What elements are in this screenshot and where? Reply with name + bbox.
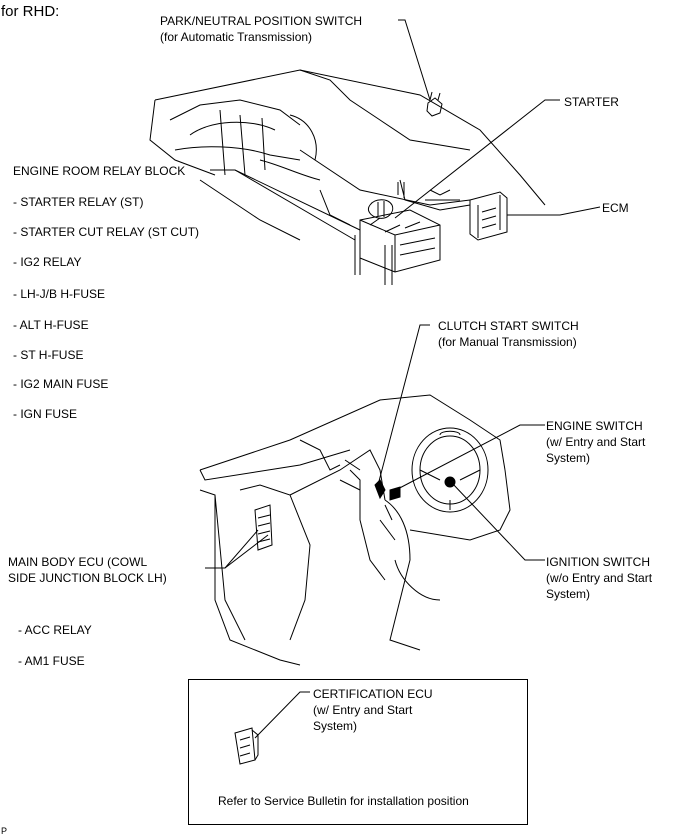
clutch-switch-sublabel: (for Manual Transmission) bbox=[438, 335, 577, 349]
relay-item: - ST H-FUSE bbox=[13, 348, 84, 362]
relay-item: - STARTER RELAY (ST) bbox=[13, 195, 144, 209]
ecm-label: ECM bbox=[602, 201, 629, 215]
relay-item: - IG2 MAIN FUSE bbox=[13, 377, 109, 391]
relay-item: - IG2 RELAY bbox=[13, 255, 82, 269]
corner-mark: P bbox=[1, 826, 8, 836]
engine-switch-sublabel: (w/ Entry and Start bbox=[546, 435, 646, 449]
steering-wheel-shape bbox=[411, 427, 489, 513]
ignition-switch-label: IGNITION SWITCH bbox=[546, 555, 650, 569]
relay-item: - LH-J/B H-FUSE bbox=[13, 287, 106, 301]
certification-ecu-sublabel-2: System) bbox=[313, 719, 358, 733]
junction-block-shape bbox=[254, 504, 273, 551]
relay-item: - STARTER CUT RELAY (ST CUT) bbox=[13, 225, 200, 239]
engine-bay-illustration bbox=[149, 69, 546, 285]
certification-ecu-label: CERTIFICATION ECU bbox=[313, 687, 433, 701]
certification-ecu-sublabel: (w/ Entry and Start bbox=[313, 703, 413, 717]
main-body-ecu-label: MAIN BODY ECU (COWL bbox=[8, 555, 148, 569]
starter-label: STARTER bbox=[564, 95, 619, 109]
engine-room-relay-block-label: ENGINE ROOM RELAY BLOCK bbox=[13, 164, 186, 178]
main-body-ecu-item: - AM1 FUSE bbox=[18, 654, 85, 668]
relay-item: - ALT H-FUSE bbox=[13, 318, 89, 332]
engine-switch-sublabel-2: System) bbox=[546, 451, 591, 465]
pns-sublabel: (for Automatic Transmission) bbox=[160, 30, 313, 44]
page-header: for RHD: bbox=[1, 3, 60, 20]
certification-ecu-box bbox=[188, 679, 528, 825]
main-body-ecu-sublabel: SIDE JUNCTION BLOCK LH) bbox=[8, 571, 167, 585]
dashboard-illustration bbox=[199, 394, 511, 666]
service-bulletin-note: Refer to Service Bulletin for installati… bbox=[218, 794, 469, 808]
relay-block-shape bbox=[359, 209, 441, 273]
leader-lines bbox=[205, 19, 601, 739]
starter-shape bbox=[367, 199, 394, 219]
main-body-ecu-item: - ACC RELAY bbox=[18, 623, 92, 637]
ignition-switch-sublabel: (w/o Entry and Start bbox=[546, 571, 653, 585]
ecm-shape bbox=[469, 191, 508, 241]
engine-switch-label: ENGINE SWITCH bbox=[546, 419, 643, 433]
pns-shape bbox=[426, 97, 443, 117]
relay-item: - IGN FUSE bbox=[13, 407, 78, 421]
certification-ecu-illustration bbox=[234, 727, 259, 765]
ignition-switch-sublabel-2: System) bbox=[546, 587, 591, 601]
pns-label: PARK/NEUTRAL POSITION SWITCH bbox=[160, 14, 363, 28]
clutch-switch-label: CLUTCH START SWITCH bbox=[438, 319, 579, 333]
